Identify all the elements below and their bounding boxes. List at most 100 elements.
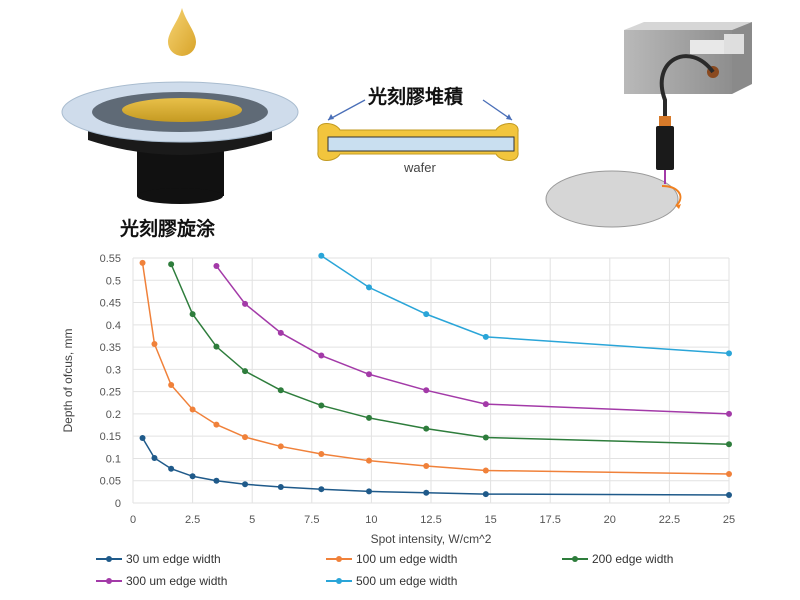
data-point xyxy=(482,434,489,441)
x-tick-label: 7.5 xyxy=(304,514,319,526)
data-point xyxy=(189,473,196,480)
data-point xyxy=(482,467,489,474)
y-axis-ticks: 00.050.10.150.20.250.30.350.40.450.50.55 xyxy=(100,253,121,510)
data-point xyxy=(423,425,430,432)
x-tick-label: 20 xyxy=(604,514,616,526)
legend-label: 200 edge width xyxy=(592,552,674,566)
series-line xyxy=(141,437,730,496)
wafer-label: wafer xyxy=(404,160,436,175)
legend-label: 300 um edge width xyxy=(126,574,228,588)
legend-swatch xyxy=(326,576,352,586)
data-point xyxy=(423,463,430,470)
legend-swatch xyxy=(326,554,352,564)
data-point xyxy=(242,481,249,488)
data-point xyxy=(151,340,158,347)
data-point xyxy=(366,284,373,291)
legend-label: 30 um edge width xyxy=(126,552,221,566)
data-point xyxy=(366,371,373,378)
data-point xyxy=(366,457,373,464)
y-tick-label: 0.2 xyxy=(106,409,121,421)
legend-item: 300 um edge width xyxy=(96,574,227,588)
series-line xyxy=(141,262,730,475)
legend-item: 200 edge width xyxy=(562,552,673,566)
legend-swatch xyxy=(562,554,588,564)
legend-swatch xyxy=(96,576,122,586)
data-point xyxy=(277,483,284,490)
spin-coater-icon xyxy=(61,81,299,204)
y-tick-label: 0 xyxy=(115,498,121,510)
data-point xyxy=(242,300,249,307)
data-point xyxy=(318,486,325,493)
data-point xyxy=(213,343,220,350)
legend-item: 30 um edge width xyxy=(96,552,221,566)
legend-item: 100 um edge width xyxy=(326,552,457,566)
series-line xyxy=(170,263,730,445)
data-point xyxy=(482,333,489,340)
x-tick-label: 0 xyxy=(130,514,136,526)
data-point xyxy=(726,471,732,478)
x-tick-label: 5 xyxy=(249,514,255,526)
data-point xyxy=(482,401,489,408)
series-4 xyxy=(213,263,732,417)
x-tick-label: 17.5 xyxy=(539,514,560,526)
chart-legend: 30 um edge width 100 um edge width 200 edg… xyxy=(96,552,776,596)
spin-coating-label: 光刻膠旋涂 xyxy=(120,218,216,240)
y-tick-label: 0.35 xyxy=(100,342,121,354)
data-point xyxy=(423,387,430,394)
series-5 xyxy=(318,252,732,357)
data-point xyxy=(726,350,732,357)
resist-drop-icon xyxy=(168,8,196,56)
series-1 xyxy=(139,434,732,498)
data-point xyxy=(189,406,196,413)
data-point xyxy=(482,491,489,498)
data-point xyxy=(726,491,732,498)
data-point xyxy=(277,443,284,450)
data-point xyxy=(366,414,373,421)
process-illustration xyxy=(61,8,752,228)
series-line xyxy=(320,255,730,355)
data-point xyxy=(139,259,146,266)
data-point xyxy=(318,352,325,359)
data-point xyxy=(168,381,175,388)
legend-swatch xyxy=(96,554,122,564)
data-point xyxy=(318,402,325,409)
data-point xyxy=(213,421,220,428)
data-point xyxy=(423,311,430,318)
data-point xyxy=(213,263,220,270)
data-point xyxy=(277,387,284,394)
legend-item: 500 um edge width xyxy=(326,574,457,588)
data-point xyxy=(277,329,284,336)
x-axis-label: Spot intensity, W/cm^2 xyxy=(371,532,492,546)
y-axis-label: Depth of ofcus, mm xyxy=(61,328,75,432)
data-point xyxy=(168,261,175,268)
data-point xyxy=(726,410,732,417)
x-tick-label: 10 xyxy=(365,514,377,526)
x-tick-label: 12.5 xyxy=(420,514,441,526)
data-point xyxy=(423,489,430,496)
y-tick-label: 0.55 xyxy=(100,253,121,265)
chart-series xyxy=(139,252,732,498)
data-point xyxy=(168,465,175,472)
x-tick-label: 2.5 xyxy=(185,514,200,526)
depth-of-focus-chart: 00.050.10.150.20.250.30.350.40.450.50.55… xyxy=(61,252,735,546)
data-point xyxy=(318,252,325,259)
series-3 xyxy=(168,261,732,448)
y-tick-label: 0.3 xyxy=(106,364,121,376)
y-tick-label: 0.5 xyxy=(106,275,121,287)
chart-grid xyxy=(132,257,730,504)
data-point xyxy=(242,368,249,375)
x-tick-label: 25 xyxy=(723,514,735,526)
y-tick-label: 0.25 xyxy=(100,387,121,399)
data-point xyxy=(151,455,158,462)
data-point xyxy=(366,488,373,495)
y-tick-label: 0.1 xyxy=(106,453,121,465)
laser-source-icon xyxy=(545,22,752,228)
series-line xyxy=(215,265,730,415)
legend-label: 500 um edge width xyxy=(356,574,458,588)
deposition-label: 光刻膠堆積 xyxy=(368,86,464,108)
y-tick-label: 0.15 xyxy=(100,431,121,443)
legend-label: 100 um edge width xyxy=(356,552,458,566)
data-point xyxy=(189,311,196,318)
y-tick-label: 0.05 xyxy=(100,476,121,488)
